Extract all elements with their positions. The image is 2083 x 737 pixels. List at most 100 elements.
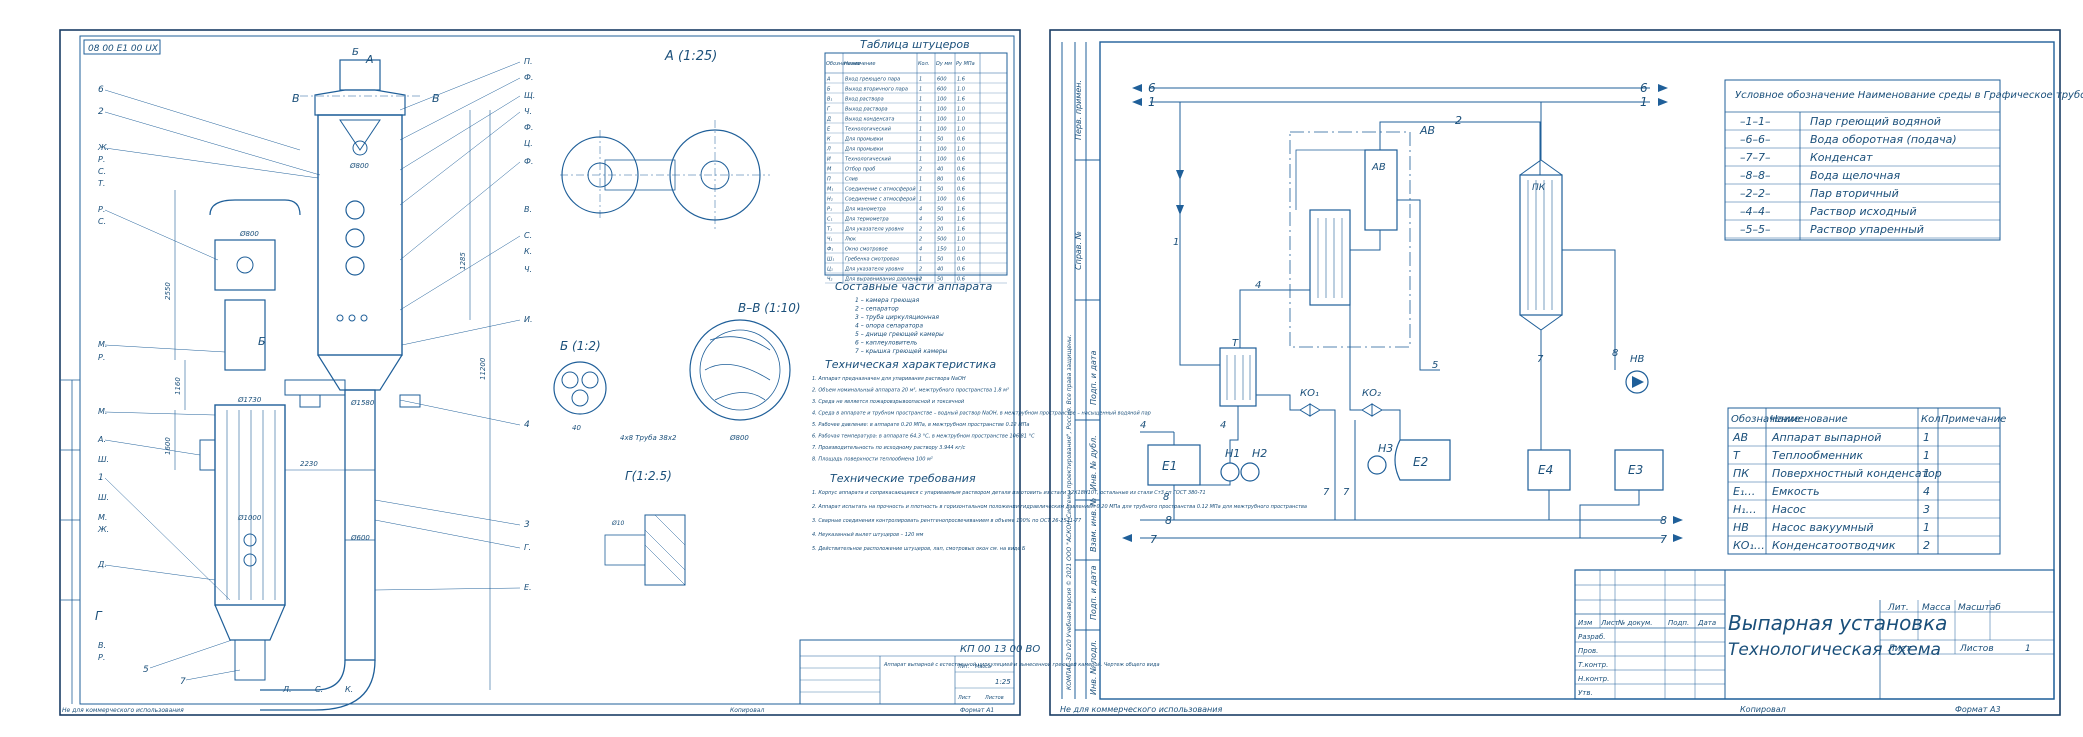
nozzle-cell: 100 (937, 107, 947, 113)
tb-sheet: Лист (1887, 644, 1912, 654)
evaporator-chamber (1309, 209, 1351, 306)
tb-prov: Пров. (1578, 647, 1598, 655)
side-copyright: КОМПАС-3D v20 Учебная версия © 2021 ООО … (1066, 334, 1073, 690)
leader-line (104, 344, 226, 353)
right-title-block: Выпарная установка Технологическая схема… (1574, 569, 2055, 700)
steam-line-1 (1179, 102, 1220, 366)
equipment-cell: 1 (1923, 449, 1930, 462)
water-line (1562, 249, 1616, 370)
nozzle-cell: 0.6 (957, 257, 965, 263)
nozzle-cell: Для манометра (844, 207, 886, 213)
nozzle-cell: Т₁ (827, 227, 832, 233)
arrow-left (1132, 84, 1142, 92)
chamber-bottom-nozzle (234, 639, 266, 681)
left-title-block: КП 00 13 00 ВО Аппарат выпарной с естест… (799, 639, 1160, 705)
label-e3: Е3 (1628, 463, 1643, 477)
nozzle-cell: 1.0 (957, 127, 965, 133)
nozzle-cell: 1 (919, 177, 922, 183)
legend-table: Условное обозначение Наименование среды … (1724, 79, 2083, 241)
label-e4: Е4 (1538, 463, 1553, 477)
component-item: 1 – камера греющая (855, 297, 920, 304)
dim-1600: 1600 (164, 437, 172, 455)
left-doc-code: КП 00 13 00 ВО (960, 644, 1040, 655)
dim-d1580: Ø1580 (350, 399, 375, 407)
components-title: Составные части аппарата (835, 280, 993, 293)
manhole-upper (236, 256, 254, 274)
nozzle-cell: Выход раствора (845, 107, 888, 113)
pipe-bend (260, 659, 346, 691)
legend-code: –7–7– (1740, 151, 1771, 164)
spec-item: 7. Производительность по исходному раств… (812, 445, 966, 451)
spec-item: 3. Среда не является пожаровзрывоопасной… (812, 399, 965, 405)
nozzle-cell: Ч₂ (827, 277, 832, 283)
nozzle-cell: Технологический (845, 157, 892, 163)
dim-tube: 4х8 Труба 38х2 (620, 434, 677, 442)
nozzle-cell: С₁ (827, 217, 833, 223)
nozzle-cell: 50 (937, 187, 943, 193)
legend-medium: Пар греющий водяной (1810, 115, 1941, 128)
component-item: 4 – опора сепаратора (855, 323, 923, 330)
tb-list: Лист (1600, 619, 1620, 627)
label-7r: 7 (1537, 354, 1544, 365)
nozzle-cell: Люк (844, 237, 856, 243)
callout-r3: Р. (98, 353, 105, 362)
leader-line (104, 89, 301, 151)
callout-ch1: Ч. (524, 107, 532, 116)
legend-code: –2–2– (1740, 187, 1771, 200)
nozzle-cell: 0.6 (957, 197, 965, 203)
callout-m2: М. (98, 407, 107, 416)
marker-b-mid: Б (258, 335, 266, 348)
dim-2230: 2230 (300, 460, 318, 468)
view-vv-title: В–В (1:10) (738, 301, 801, 315)
arrow-right (1673, 534, 1683, 542)
nozzle-cell: Для промывки (844, 137, 884, 143)
nozzle-cell: Ш₁ (827, 257, 834, 263)
spec-item: 4. Среда в аппарате и трубном пространст… (812, 411, 1151, 417)
nozzle-cell: 2 (919, 227, 922, 233)
label-e1: Е1 (1162, 459, 1177, 473)
left-sheet-inner-frame (79, 35, 1015, 705)
nozzle-cell: 1.0 (957, 147, 965, 153)
req-item: 3. Сварные соединения контролировать рен… (812, 518, 1082, 524)
title-line2: Технологическая схема (1728, 640, 1941, 660)
label-2: 2 (1455, 114, 1462, 127)
label-h2: Н2 (1252, 447, 1267, 460)
demister-circle (352, 140, 368, 156)
nozzle-cell: Для указателя уровня (844, 227, 904, 233)
component-item: 6 – каплеуловитель (855, 340, 918, 347)
tb-docnum: № докум. (1617, 619, 1653, 627)
stamp-code-box (83, 39, 161, 55)
arrow-right (1658, 98, 1668, 106)
leader-line (374, 519, 521, 549)
equipment-header: Примечание (1941, 414, 2006, 425)
callout-k-b: К. (345, 685, 353, 694)
nozzle-cell: Д (826, 117, 831, 123)
label-8c: 8 (1163, 492, 1169, 503)
nozzle-cell: Н₂ (827, 197, 833, 203)
tb-podp: Подп. (1668, 619, 1689, 627)
nozzle-cell: Вход греющего пара (845, 77, 900, 83)
label-line6-r: 6 (1640, 81, 1648, 95)
dim-d1000: Ø1000 (237, 514, 262, 522)
condensate-line (1256, 394, 1300, 411)
nozzle-cell: 4 (919, 207, 922, 213)
equipment-cell: НВ (1733, 521, 1749, 534)
nozzle-cell: 0.6 (957, 187, 965, 193)
leader-line (374, 499, 521, 526)
side-label-3: Инв. № дубл. (1089, 435, 1098, 490)
separator-support (299, 394, 321, 408)
nozzle-cell: 1.6 (957, 77, 965, 83)
equipment-cell: АВ (1732, 431, 1748, 444)
nozzle-cell: 100 (937, 147, 947, 153)
callout-s-b: С. (315, 685, 323, 694)
right-title-frame (1574, 569, 2055, 700)
callout-ch2: Ч. (524, 265, 532, 274)
nozzle-cell: 1 (919, 197, 922, 203)
equipment-cell: КО₁… (1733, 539, 1765, 552)
right-footer-mid: Копировал (1740, 705, 1786, 714)
view-g-title: Г(1:2.5) (625, 469, 672, 483)
left-doc-name: Аппарат выпарной с естественной циркуляц… (883, 662, 1160, 668)
callout-sh2: Ш. (98, 493, 109, 502)
nozzle-cell: 1 (919, 187, 922, 193)
nozzle-cell: И (827, 157, 831, 163)
